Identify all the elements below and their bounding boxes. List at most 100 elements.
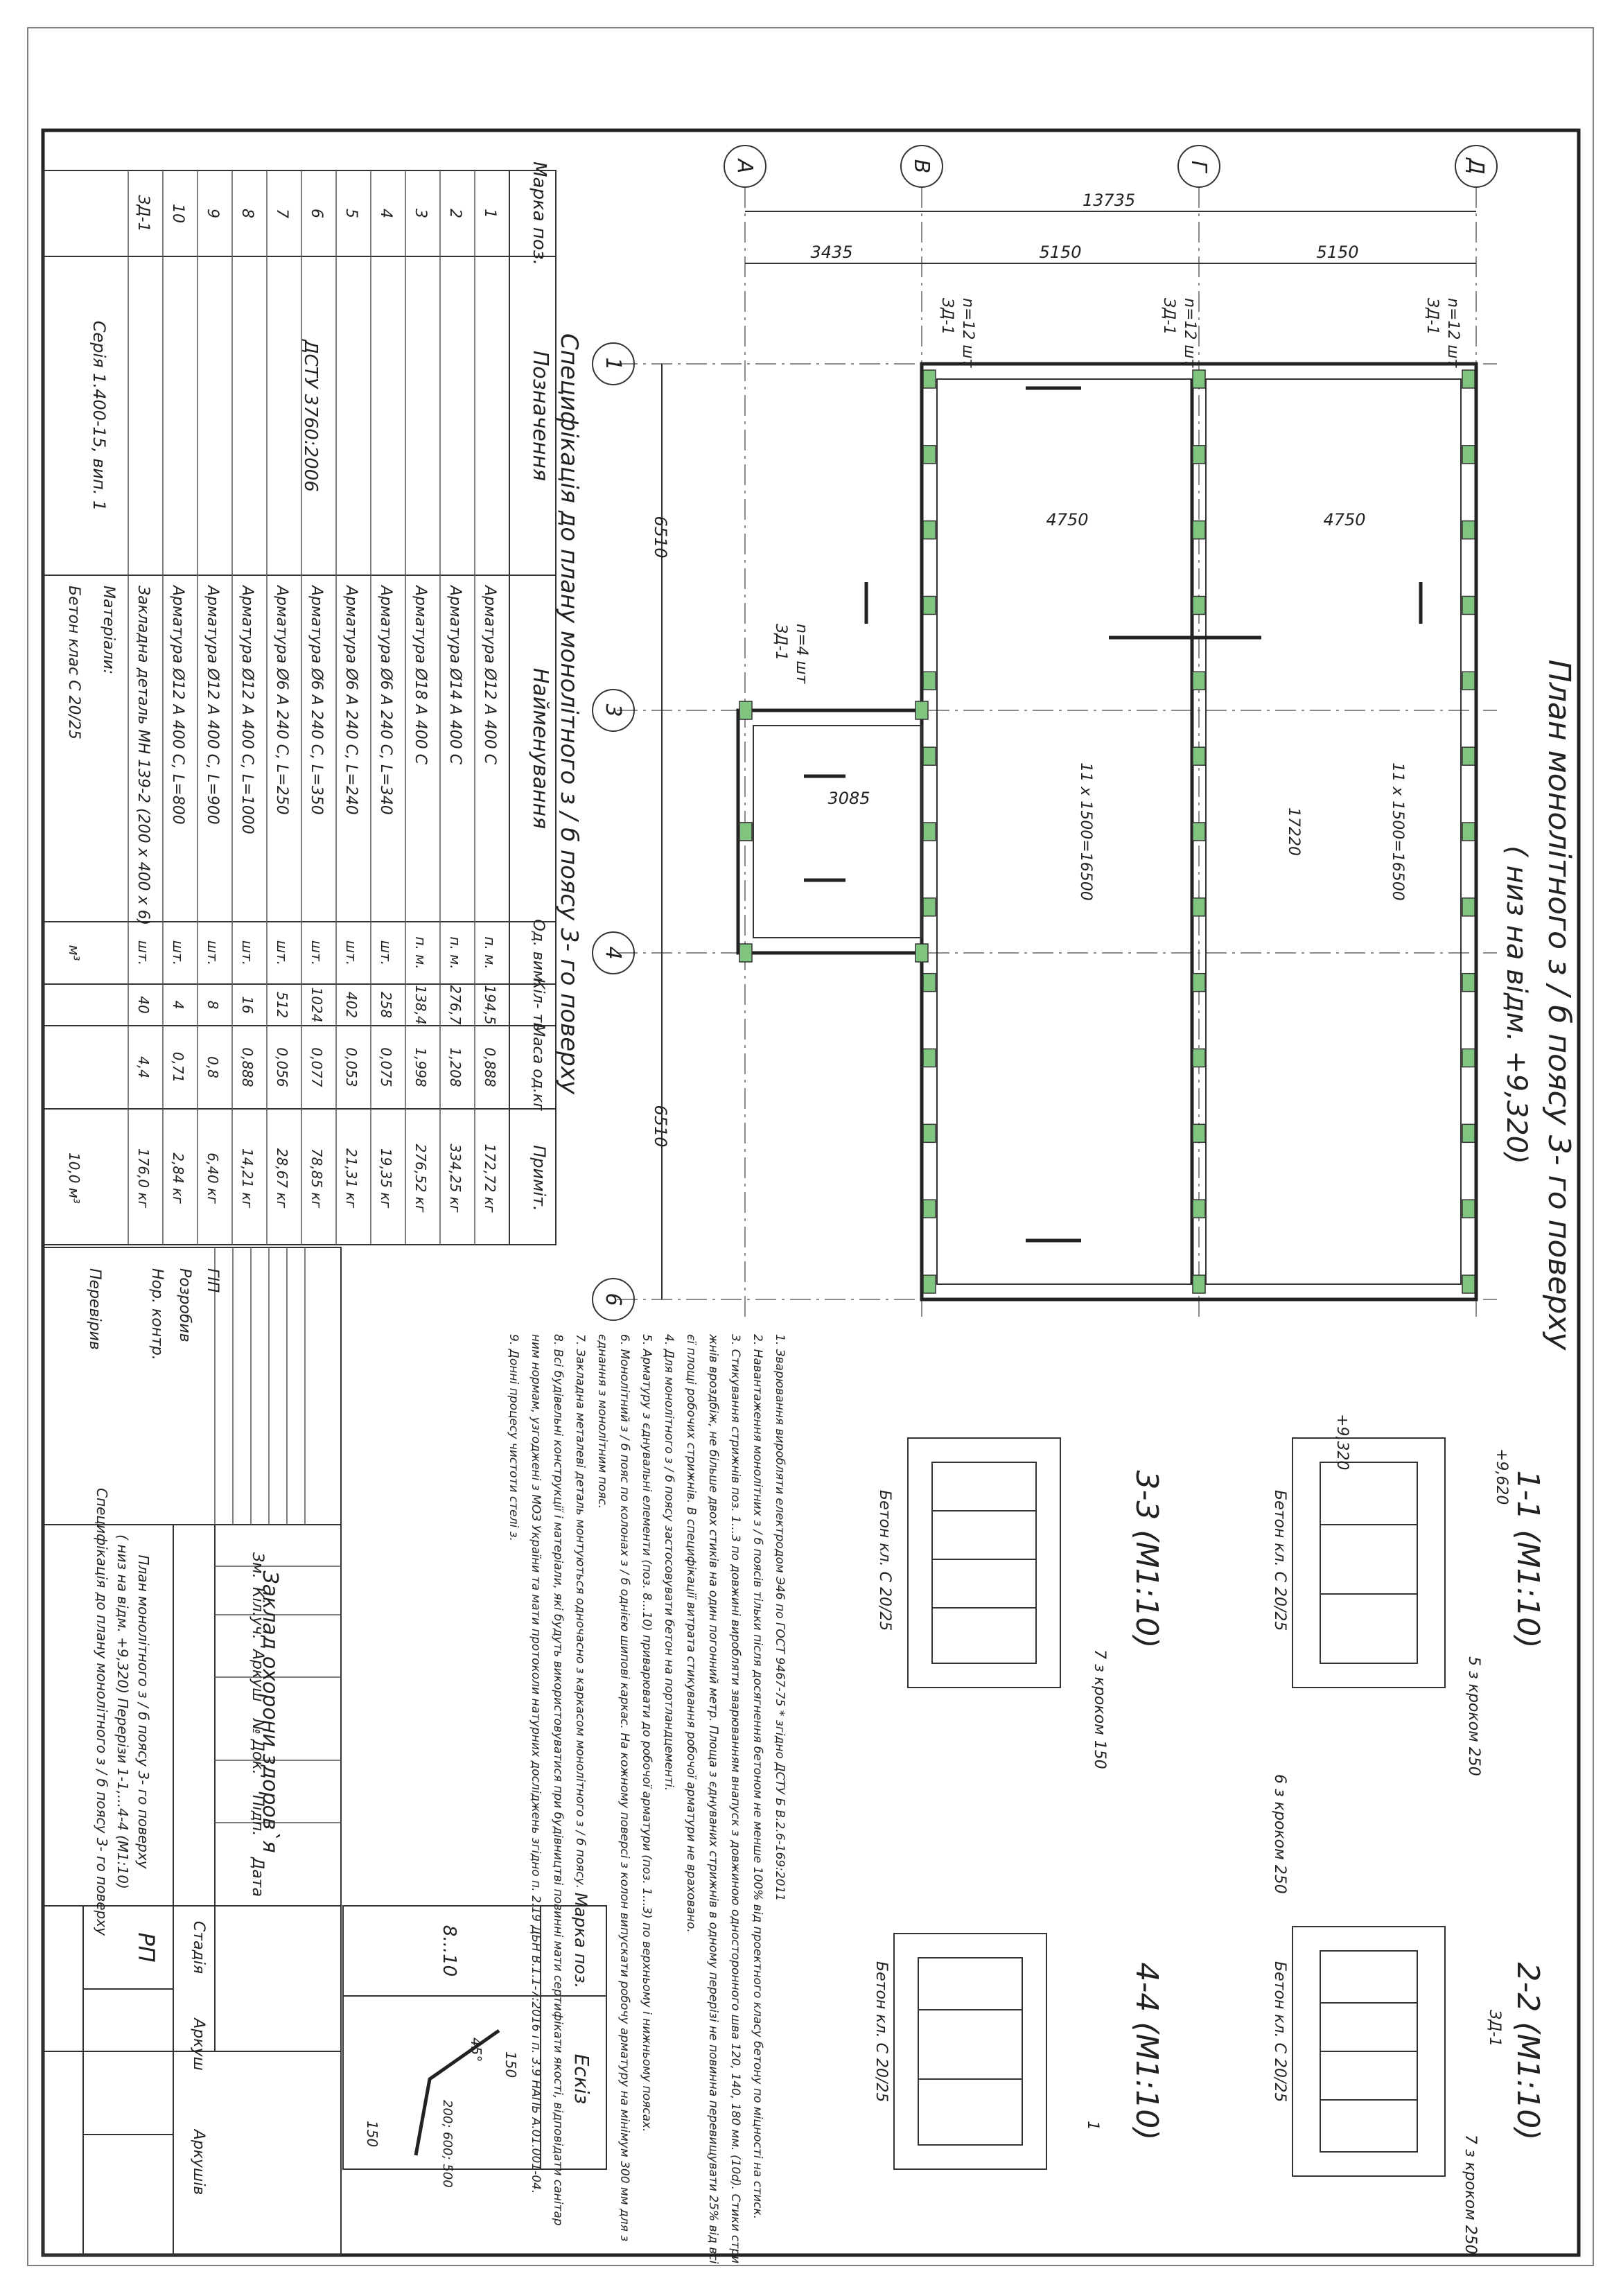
- embedded-plate-zd1: [739, 822, 753, 841]
- spec-header-qty: Кіл- ть: [529, 979, 547, 1032]
- note-6: 6. Монолітний з / б пояс по колонах з / …: [617, 1334, 631, 2241]
- section-cuts: [804, 386, 1423, 1243]
- embedded-plate-zd1: [1462, 746, 1475, 766]
- spec-row-10-note: 176,0 кг: [135, 1148, 152, 1209]
- section-2-2-zd: ЗД-1: [1486, 2010, 1503, 2047]
- dim-11x1500-right: 11 х 1500=16500: [1389, 762, 1406, 900]
- stamp-rev-qty: Кіл.уч.: [249, 1587, 266, 1640]
- embedded-plate-zd1: [739, 701, 753, 720]
- spec-row-7-unit: шт.: [239, 940, 256, 965]
- dim-g-d: 5150: [1316, 243, 1358, 262]
- dim-4750-left: 4750: [1046, 510, 1088, 529]
- note-2: 2. Навантаження монолітних з / б поясів …: [751, 1334, 764, 2219]
- note-6-cont: єднання з монолітним пояс.: [595, 1334, 609, 1509]
- note-9: 9. Донні процесу чистоти стелі з.: [507, 1334, 520, 1541]
- spec-row-3-mark: 4: [377, 209, 394, 218]
- section-1-1: 1-1 (М1:10) +9,620 +9,320 Бетон кл. С 20…: [1271, 1414, 1545, 1894]
- mark-zd1-g-count: n=12 шт: [1181, 298, 1198, 368]
- axis-bubble-1: [592, 342, 635, 385]
- section-4-4-rebar5: 1: [1084, 2121, 1101, 2130]
- mark-zd1-g: ЗД-1: [1160, 298, 1177, 335]
- inner-frame: [41, 128, 1581, 2257]
- spec-row-6-note: 28,67 кг: [274, 1148, 290, 1209]
- sketch-header-sketch: Ескіз: [570, 2054, 593, 2105]
- spec-header-designation: Позначення: [528, 351, 552, 481]
- embedded-plate-zd1: [922, 369, 936, 389]
- sketch-dim-150: 150: [502, 2051, 519, 2078]
- embedded-plate-zd1: [1192, 595, 1206, 615]
- axis-label-3: 3: [601, 703, 625, 717]
- section-1-1-rebar5: 5 з кроком 250: [1465, 1656, 1482, 1776]
- embedded-plate-zd1: [1192, 972, 1206, 992]
- embedded-plate-zd1: [1462, 1199, 1475, 1218]
- embedded-plate-zd1: [922, 746, 936, 766]
- outer-frame: [27, 27, 1594, 2266]
- stamp-desc-2: ( низ на відм. +9,320) Перерізи 1-1,...4…: [114, 1534, 131, 1889]
- axis-bubble-d: [1455, 145, 1498, 188]
- spec-row-7-qty: 16: [239, 996, 256, 1013]
- section-4-4: 4-4 (М1:10) Бетон кл. С 20/25 1: [873, 1933, 1164, 2170]
- spec-row-5-mark: 6: [308, 209, 325, 218]
- axis-bubble-4: [592, 931, 635, 974]
- spec-row-4-note: 21,31 кг: [343, 1148, 360, 1209]
- spec-header-mark: Марка поз.: [529, 161, 550, 265]
- stamp-stage-header: Стадія: [190, 1921, 207, 1974]
- axis-label-4: 4: [601, 946, 625, 959]
- spec-row-5-qty: 1024: [308, 988, 325, 1023]
- embedded-plate-zd1: [1462, 445, 1475, 464]
- section-3-3-concrete: Бетон кл. С 20/25: [876, 1490, 893, 1631]
- stamp-role-normcontrol: Нор. контр.: [148, 1268, 166, 1360]
- stamp-role-developer: Розробив: [176, 1268, 193, 1342]
- spec-row-4-unit: шт.: [343, 940, 360, 965]
- sketch-dim-150b: 150: [364, 2121, 380, 2147]
- spec-row-8-unit: шт.: [204, 940, 221, 965]
- section-2-2-concrete: Бетон кл. С 20/25: [1271, 1961, 1288, 2102]
- section-3-3-rebar7: 7 з кроком 150: [1091, 1649, 1108, 1769]
- embedded-plate-zd1: [915, 943, 929, 963]
- spec-row-9-qty: 4: [170, 1001, 186, 1010]
- spec-designation-zd: Серія 1.400-15, вип. 1: [89, 321, 109, 511]
- embedded-plate-zd1: [922, 520, 936, 540]
- embedded-plate-zd1: [922, 822, 936, 841]
- mark-zd1-b-count: n=12 шт: [959, 298, 976, 368]
- axis-label-6: 6: [601, 1292, 625, 1306]
- spec-row-4-mass: 0,053: [343, 1047, 360, 1087]
- axis-bubble-a: [724, 145, 766, 188]
- spec-row-7-name: Арматура Ø12 А 400 С, L=1000: [238, 584, 256, 834]
- embedded-plate-zd1: [922, 897, 936, 917]
- note-7: 7. Закладна металеві деталь монтуються о…: [573, 1334, 587, 1888]
- spec-row-1-mark: 2: [446, 209, 464, 218]
- section-1-1-level-bottom: +9,320: [1333, 1414, 1351, 1470]
- sketch-dim-angle: 45°: [468, 2038, 484, 2062]
- spec-row-2-mass: 1,998: [412, 1047, 429, 1087]
- dim-a-b: 3435: [810, 243, 852, 262]
- spec-row-3-qty: 258: [378, 992, 394, 1018]
- spec-row-0-qty: 194,5: [482, 985, 498, 1024]
- plan-title: План монолітного з / б поясу 3- го повер…: [1541, 660, 1577, 1351]
- axis-label-a: А: [733, 158, 757, 174]
- axis-label-g: Г: [1186, 161, 1211, 174]
- sketch-pos: 8...10: [439, 1925, 459, 1977]
- mark-zd1-b: ЗД-1: [938, 298, 956, 335]
- spec-concrete-name: Бетон клас С 20/25: [65, 586, 82, 739]
- spec-row-3-unit: шт.: [378, 940, 394, 965]
- stamp-sheets-header: Аркушів: [190, 2128, 207, 2196]
- stamp-desc-3: Специфікація до плану монолітного з / б …: [94, 1488, 110, 1936]
- embedded-plate-zd1: [1192, 746, 1206, 766]
- sketch-bar: [414, 2028, 500, 2156]
- spec-concrete-unit: м³: [66, 945, 82, 961]
- embedded-plate-zd1: [1462, 520, 1475, 540]
- note-3-cont2: єї площі робочих стрижнів. В специфікаці…: [684, 1334, 698, 1933]
- spec-designation-main: ДСТУ 3760:2006: [300, 339, 321, 492]
- section-2-2: 2-2 (М1:10) ЗД-1 7 з кроком 250 Бетон кл…: [1271, 1926, 1545, 2254]
- embedded-plate-zd1: [922, 595, 936, 615]
- spec-row-5-note: 78,85 кг: [308, 1148, 325, 1209]
- spec-header-note: Приміт.: [529, 1145, 549, 1211]
- note-4: 4. Для монолітного з / б поясу застосову…: [662, 1334, 676, 1791]
- sketch-header-mark: Марка поз.: [571, 1893, 590, 1988]
- spec-row-0-note: 172,72 кг: [482, 1144, 498, 1213]
- spec-row-6-qty: 512: [274, 992, 290, 1018]
